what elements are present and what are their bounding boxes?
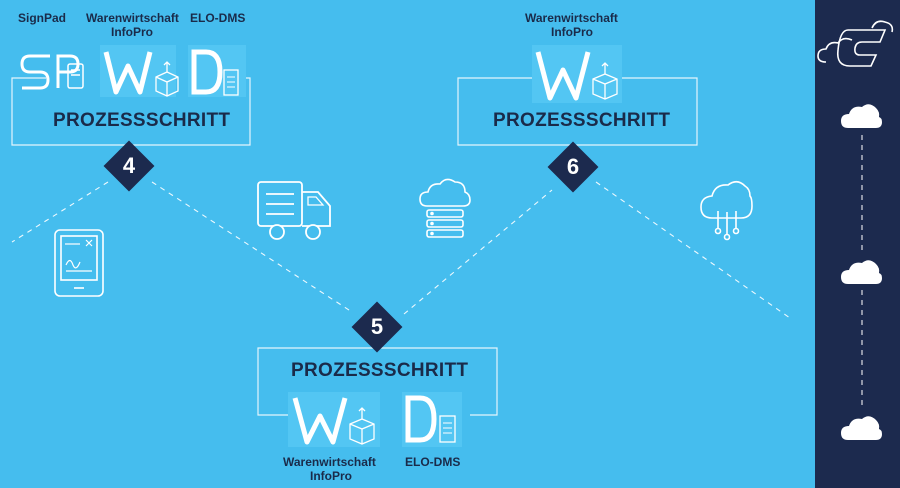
connector-line: [11, 181, 109, 243]
cloud-icon: [841, 104, 882, 128]
cloud-icon: [841, 260, 882, 284]
signpad-logo-icon: [20, 54, 84, 90]
signpad-device-icon: [54, 229, 104, 297]
warenwirtschaft-label: Warenwirtschaft: [525, 11, 618, 25]
signpad-label: SignPad: [18, 11, 67, 25]
elo-dms-logo-icon: [402, 392, 462, 447]
elo-dms-label: ELO-DMS: [190, 11, 246, 25]
cloud-icon: [841, 416, 882, 440]
infopro-label: InfoPro: [551, 25, 593, 39]
step-title-6: PROZESSSCHRITT: [493, 110, 671, 131]
infopro-label: InfoPro: [310, 469, 352, 483]
connector-line: [151, 181, 353, 313]
step-title-4: PROZESSSCHRITT: [53, 110, 231, 131]
warenwirtschaft-logo-icon: [288, 392, 380, 447]
step-number-5: 5: [370, 314, 384, 339]
elo-dms-logo-icon: [188, 45, 246, 97]
warenwirtschaft-label: Warenwirtschaft: [86, 11, 179, 25]
connector-line: [595, 181, 791, 319]
cloud-server-icon: [419, 178, 471, 238]
connector-line: [403, 189, 553, 315]
warenwirtschaft-logo-icon: [532, 45, 622, 103]
warenwirtschaft-label: Warenwirtschaft: [283, 455, 376, 469]
cloud-network-icon: [700, 180, 753, 241]
delivery-truck-icon: [257, 181, 331, 240]
step-diamond-4: [103, 140, 155, 192]
logo-c-cloud-icon: [817, 20, 894, 67]
sidebar: [815, 0, 900, 488]
step-number-4: 4: [122, 153, 136, 178]
elo-dms-label: ELO-DMS: [405, 455, 461, 469]
step-number-6: 6: [566, 154, 580, 179]
step-title-5: PROZESSSCHRITT: [291, 360, 469, 381]
infopro-label: InfoPro: [111, 25, 153, 39]
step-diamond-6: [547, 141, 599, 193]
process-box-6: [457, 77, 698, 146]
warenwirtschaft-logo-icon: [100, 45, 179, 97]
